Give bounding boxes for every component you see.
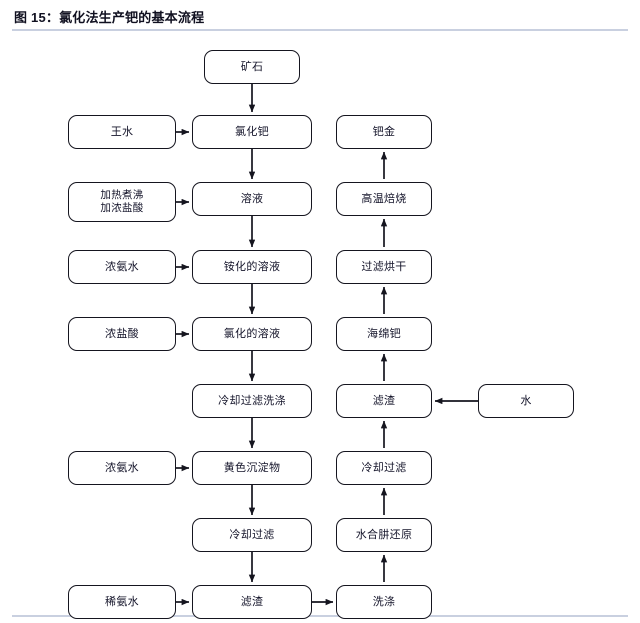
node-label: 滤渣 — [372, 395, 396, 407]
node-label: 冷却过滤 — [361, 462, 407, 474]
node-hydrazine-hydrate-reduction[interactable]: 水合肼还原 — [336, 518, 432, 552]
node-label: 水合肼还原 — [355, 529, 413, 541]
node-label: 冷却过滤洗涤 — [218, 395, 286, 407]
figure-title: 图 15：氯化法生产钯的基本流程 — [14, 10, 205, 25]
node-yellow-precipitate[interactable]: 黄色沉淀物 — [192, 451, 312, 485]
node-label: 高温焙烧 — [361, 193, 407, 205]
node-label: 浓氨水 — [105, 261, 139, 273]
node-label: 水 — [520, 395, 532, 407]
node-filter-residue-center[interactable]: 滤渣 — [192, 585, 312, 619]
node-label: 氯化钯 — [235, 126, 269, 138]
node-label: 加热煮沸 加浓盐酸 — [100, 189, 144, 214]
node-aqua-regia[interactable]: 王水 — [68, 115, 176, 149]
node-label: 滤渣 — [240, 596, 264, 608]
flowchart-canvas: 矿石 氯化钯 溶液 铵化的溶液 氯化的溶液 冷却过滤洗涤 黄色沉淀物 冷却过滤 … — [0, 30, 640, 619]
node-label: 浓盐酸 — [105, 328, 139, 340]
node-label: 冷却过滤 — [229, 529, 275, 541]
node-chlorinated-solution[interactable]: 氯化的溶液 — [192, 317, 312, 351]
footer-divider — [12, 615, 628, 617]
node-concentrated-hydrochloric-acid[interactable]: 浓盐酸 — [68, 317, 176, 351]
node-label: 钯金 — [372, 126, 396, 138]
node-sponge-palladium[interactable]: 海绵钯 — [336, 317, 432, 351]
node-label: 铵化的溶液 — [223, 261, 281, 273]
node-label: 黄色沉淀物 — [223, 462, 281, 474]
figure-header: 图 15：氯化法生产钯的基本流程 — [0, 0, 640, 31]
node-label: 海绵钯 — [367, 328, 401, 340]
node-palladium-chloride[interactable]: 氯化钯 — [192, 115, 312, 149]
node-ammoniated-solution[interactable]: 铵化的溶液 — [192, 250, 312, 284]
node-cool-filter-wash[interactable]: 冷却过滤洗涤 — [192, 384, 312, 418]
node-label: 矿石 — [240, 61, 264, 73]
node-ore[interactable]: 矿石 — [204, 50, 300, 84]
node-cool-filter-center[interactable]: 冷却过滤 — [192, 518, 312, 552]
node-heat-boil-add-hcl[interactable]: 加热煮沸 加浓盐酸 — [68, 182, 176, 222]
node-solution[interactable]: 溶液 — [192, 182, 312, 216]
header-divider — [12, 29, 628, 31]
node-filter-and-dry[interactable]: 过滤烘干 — [336, 250, 432, 284]
node-filter-residue-right[interactable]: 滤渣 — [336, 384, 432, 418]
node-concentrated-ammonia-1[interactable]: 浓氨水 — [68, 250, 176, 284]
node-label: 过滤烘干 — [361, 261, 407, 273]
node-label: 浓氨水 — [105, 462, 139, 474]
node-concentrated-ammonia-2[interactable]: 浓氨水 — [68, 451, 176, 485]
node-water[interactable]: 水 — [478, 384, 574, 418]
node-palladium-metal[interactable]: 钯金 — [336, 115, 432, 149]
node-label: 溶液 — [240, 193, 264, 205]
node-cool-filter-right[interactable]: 冷却过滤 — [336, 451, 432, 485]
node-label: 稀氨水 — [105, 596, 139, 608]
node-label: 洗涤 — [372, 596, 396, 608]
node-high-temperature-roasting[interactable]: 高温焙烧 — [336, 182, 432, 216]
node-washing[interactable]: 洗涤 — [336, 585, 432, 619]
node-label: 王水 — [110, 126, 134, 138]
node-label: 氯化的溶液 — [223, 328, 281, 340]
node-dilute-ammonia[interactable]: 稀氨水 — [68, 585, 176, 619]
